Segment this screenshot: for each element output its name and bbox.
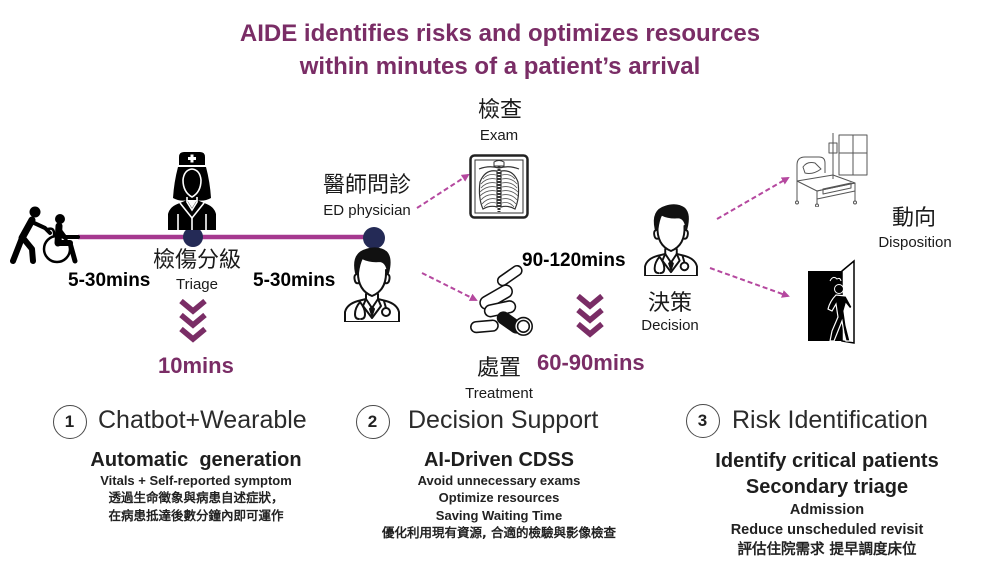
- section-line: Optimize resources: [438, 490, 560, 505]
- triage-node: [183, 227, 203, 247]
- section-line: Reduce unscheduled revisit: [730, 521, 924, 538]
- wheelchair-assist-icon: [10, 206, 80, 264]
- section-number-badge: 1: [52, 404, 87, 439]
- physician-label-zh: 醫師問診: [322, 173, 412, 198]
- decision-label-en: Decision: [641, 317, 699, 334]
- section-number-badge: 2: [355, 404, 390, 439]
- hospital-bed-icon: [795, 133, 868, 207]
- section-line: 優化利用現有資源, 合適的檢驗與影像檢查: [381, 525, 617, 540]
- section-line: Avoid unnecessary exams: [417, 472, 581, 488]
- triage-label-en: Triage: [176, 276, 218, 293]
- section-line: Vitals + Self-reported symptom: [100, 472, 292, 488]
- section-heading: Decision Support: [408, 406, 599, 434]
- section-heading: Risk Identification: [732, 406, 928, 434]
- duration-arrival-to-triage: 5-30mins: [68, 270, 151, 291]
- section-body: Automatic generation Vitals + Self-repor…: [90, 448, 301, 525]
- disposition-label-en: Disposition: [878, 234, 952, 251]
- treatment-label-en: Treatment: [465, 385, 533, 402]
- disposition-label-zh: 動向: [891, 206, 937, 231]
- arrow-to-exam: [416, 173, 470, 209]
- section-line: Saving Waiting Time: [435, 507, 563, 523]
- section-number-badge: 3: [685, 403, 720, 438]
- decision-label-zh: 決策: [647, 291, 693, 316]
- section-subheading: Automatic generation: [90, 448, 302, 471]
- duration-decision-improved: 60-90mins: [537, 350, 645, 375]
- section-line: Admission: [789, 501, 865, 518]
- section-body: Identify critical patients Secondary tri…: [715, 448, 938, 560]
- arrow-to-admission: [716, 176, 790, 220]
- title-line-2: within minutes of a patient’s arrival: [299, 53, 701, 80]
- exam-label-en: Exam: [479, 127, 519, 144]
- doctor-icon: [344, 247, 400, 322]
- physician-node: [363, 227, 385, 249]
- treatment-label-zh: 處置: [476, 356, 522, 381]
- triage-label-zh: 檢傷分級: [152, 248, 242, 273]
- duration-triage-improved: 10mins: [158, 353, 234, 378]
- section-heading: Chatbot+Wearable: [98, 406, 307, 434]
- section-line: 在病患抵達後數分鐘內即可運作: [108, 507, 284, 523]
- duration-physician-to-decision: 90-120mins: [522, 250, 626, 271]
- section-subheading: Secondary triage: [745, 475, 909, 498]
- triple-chevron-down-icon: [576, 294, 604, 338]
- section-subheading: Identify critical patients: [715, 449, 939, 472]
- physician-label-en: ED physician: [323, 202, 411, 219]
- chest-xray-icon: [469, 154, 529, 219]
- exam-label-zh: 檢查: [477, 98, 523, 123]
- section-body: AI-Driven CDSS Avoid unnecessary exams O…: [382, 448, 616, 542]
- title-line-1: AIDE identifies risks and optimizes reso…: [239, 20, 761, 47]
- nurse-icon: [168, 152, 216, 230]
- arrow-to-discharge: [709, 267, 790, 298]
- section-line: 評估住院需求 提早調度床位: [737, 541, 917, 558]
- arrow-to-treatment: [421, 272, 478, 301]
- section-line: 透過生命徵象與病患自述症狀，: [108, 490, 284, 505]
- pills-icon: [470, 264, 533, 336]
- section-subheading: AI-Driven CDSS: [423, 448, 575, 471]
- doctor-icon: [644, 204, 698, 276]
- exit-door-icon: [808, 259, 855, 344]
- duration-triage-to-physician: 5-30mins: [253, 270, 336, 291]
- triple-chevron-down-icon: [179, 299, 207, 343]
